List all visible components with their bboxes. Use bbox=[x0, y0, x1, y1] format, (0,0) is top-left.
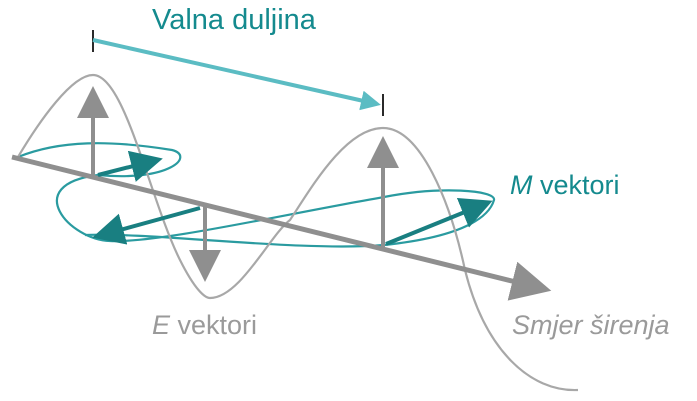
m-vectors bbox=[92, 150, 493, 246]
propagation-axis bbox=[11, 154, 552, 301]
electric-field-wave bbox=[17, 73, 579, 392]
m-vector-arrow bbox=[92, 206, 201, 245]
m-vector-arrow bbox=[97, 150, 163, 182]
wavelength-marker bbox=[92, 30, 384, 116]
wavelength-arrow bbox=[92, 38, 381, 111]
m-vector-arrow bbox=[385, 197, 493, 246]
wavelength-label: Valna duljina bbox=[152, 4, 316, 36]
propagation-direction-label: Smjer širenja bbox=[512, 310, 670, 340]
e-vectors bbox=[77, 86, 399, 282]
m-vectors-symbol: M bbox=[510, 170, 533, 200]
m-vectors-label: M vektori bbox=[510, 170, 620, 201]
e-vectors-word: vektori bbox=[170, 310, 258, 340]
magnetic-field-wave bbox=[17, 142, 496, 248]
e-vectors-symbol: E bbox=[152, 310, 171, 340]
e-vectors-label: E vektori bbox=[152, 310, 257, 341]
m-vectors-word: vektori bbox=[532, 170, 620, 200]
